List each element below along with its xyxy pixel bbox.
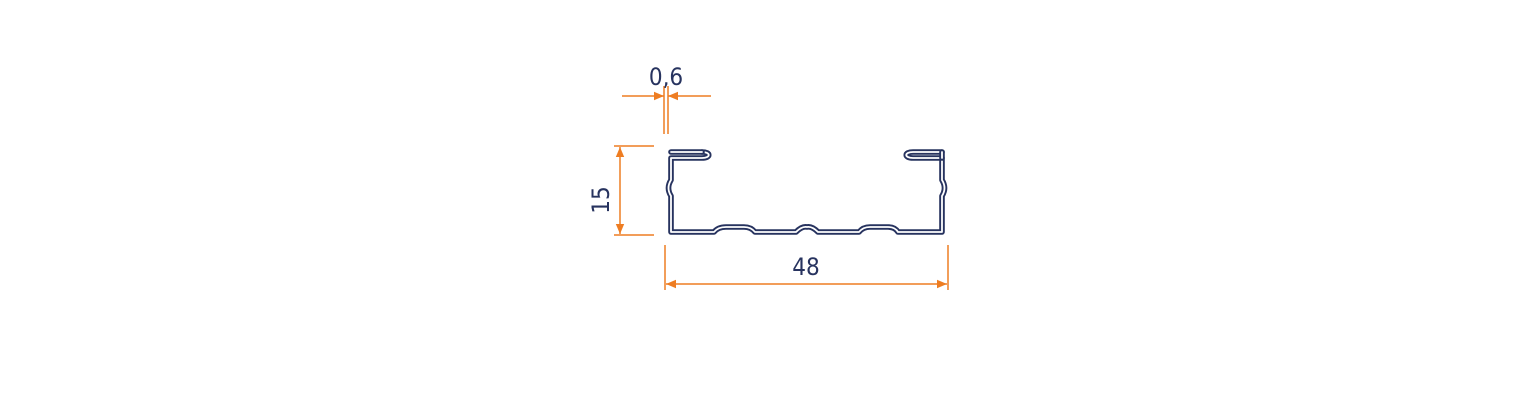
profile-outline-inner [667,151,946,233]
c-profile [665,149,948,235]
profile-outline-outer [665,149,948,235]
thickness-label: 0,6 [649,63,683,91]
height-dimension [614,145,654,236]
height-label: 15 [587,186,615,213]
thickness-dimension [622,86,711,134]
width-dimension [664,245,949,290]
width-label: 48 [792,253,819,281]
